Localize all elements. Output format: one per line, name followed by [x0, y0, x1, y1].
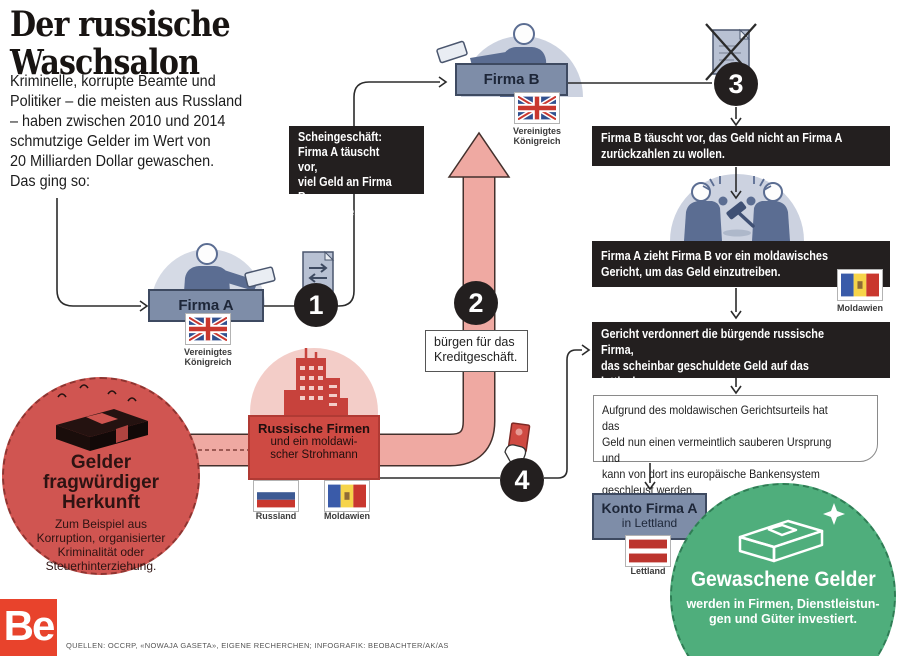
- step-3-badge: 3: [714, 62, 758, 106]
- clean-money-title: Gewaschene Gelder: [690, 568, 876, 591]
- source-credit: QUELLEN: OCCRP, «NOWAJA GASETA», EIGENE …: [66, 641, 449, 650]
- firma-b-country-label: Vereinigtes Königreich: [512, 126, 562, 146]
- court-dispute-icon: [684, 176, 790, 241]
- money-flow-band: [152, 131, 511, 467]
- callout-firma-b-taeuscht: Firma B täuscht vor, das Geld nicht an F…: [592, 126, 890, 166]
- clean-money-circle: Gewaschene Gelder werden in Firmen, Dien…: [670, 483, 896, 656]
- building-icon: [284, 348, 348, 415]
- lettland-label: Lettland: [630, 566, 666, 576]
- step-1-badge: 1: [294, 283, 338, 327]
- dirty-money-bundle-icon: [56, 384, 148, 451]
- flag-latvia-icon: [626, 536, 670, 566]
- clean-money-text: werden in Firmen, Dienstleistun- gen und…: [686, 597, 880, 626]
- step-2-badge: 2: [454, 281, 498, 325]
- dirty-money-circle: Gelder fragwürdiger Herkunft Zum Beispie…: [2, 377, 200, 575]
- flag-moldova-icon: [838, 270, 882, 300]
- page-title: Der russische Waschsalon: [10, 6, 266, 82]
- dirty-money-text: Zum Beispiel aus Korruption, organisiert…: [36, 517, 166, 573]
- russische-firmen-label: Russische Firmen: [258, 421, 370, 436]
- russland-label: Russland: [255, 511, 297, 521]
- callout-gerichtsurteil: Gericht verdonnert die bürgende russisch…: [592, 322, 890, 405]
- flag-russia-icon: [254, 481, 298, 511]
- moldawien-label: Moldawien: [323, 511, 370, 521]
- callout-sauberer-ursprung: Aufgrund des moldawischen Gerichtsurteil…: [593, 395, 878, 497]
- flag-uk-icon: [515, 93, 559, 123]
- gericht-country-label: Moldawien: [836, 303, 883, 313]
- intro-text: Kriminelle, korrupte Beamte und Politike…: [10, 73, 243, 190]
- callout-gerichtsklage: Firma A zieht Firma B vor ein moldawisch…: [592, 241, 890, 287]
- russische-firmen-box: Russische Firmen und ein moldawi- scher …: [248, 415, 380, 480]
- konto-sublabel: in Lettland: [621, 516, 678, 530]
- connector-lines: [56, 76, 742, 491]
- konto-firma-a-box: Konto Firma A in Lettland: [592, 493, 707, 540]
- firma-a-country-label: Vereinigtes Königreich: [183, 347, 233, 367]
- callout-scheingeschaeft: Scheingeschäft: Firma A täuscht vor, vie…: [289, 126, 424, 219]
- firma-b-box: Firma B: [455, 63, 568, 96]
- step-4-badge: 4: [500, 458, 544, 502]
- page-title-text: Der russische Waschsalon: [10, 4, 231, 83]
- callout-buergen: bürgen für das Kreditgeschäft.: [425, 330, 528, 372]
- russische-firmen-sublabel: und ein moldawi- scher Strohmann: [270, 436, 358, 461]
- clean-money-bundle-icon: [738, 503, 845, 563]
- beobachter-logo: Be: [0, 599, 57, 656]
- flag-uk-icon: [186, 314, 230, 344]
- konto-label: Konto Firma A: [601, 500, 698, 516]
- dirty-money-title: Gelder fragwürdiger Herkunft: [42, 452, 160, 513]
- flag-moldova-icon: [325, 481, 369, 511]
